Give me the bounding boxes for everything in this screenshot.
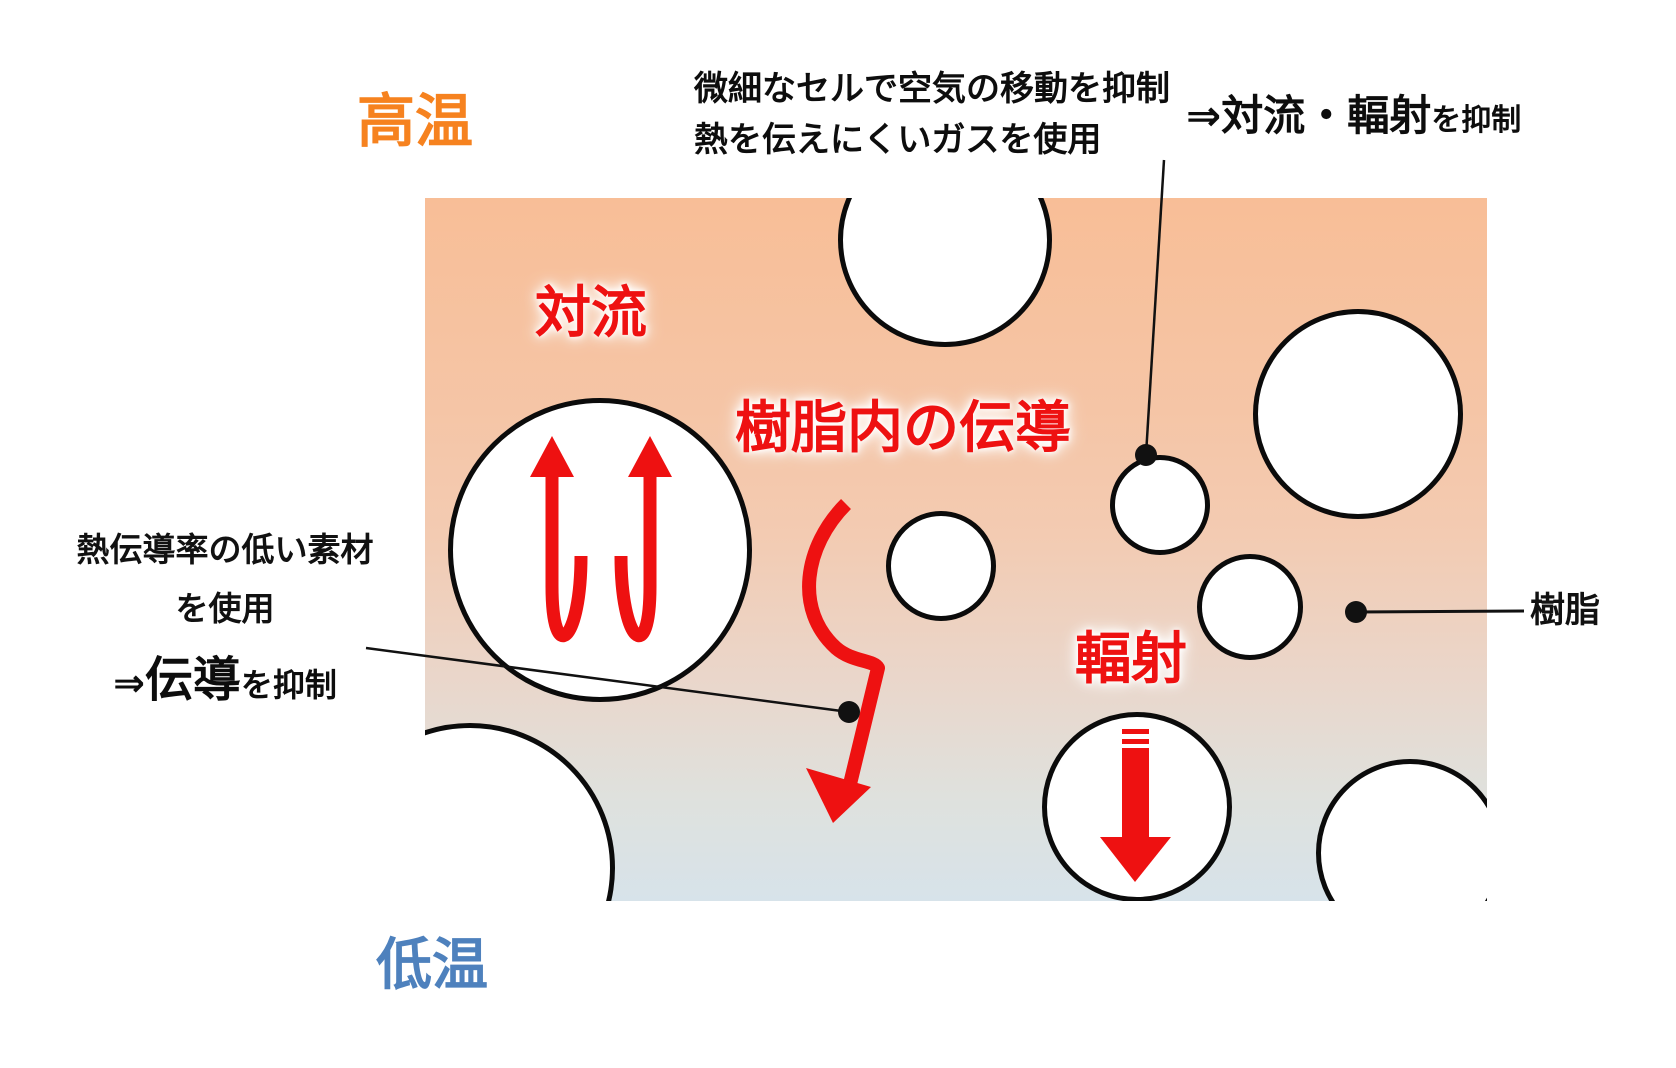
cells-result-big: 対流・輻射: [1221, 92, 1432, 139]
cell-circle-right-large: [1253, 309, 1463, 519]
cell-circle-radiation: [1042, 712, 1232, 901]
cells-result-suffix: を抑制: [1431, 104, 1522, 137]
cold-side-label: 低温: [376, 933, 488, 996]
foam-gradient-panel: [425, 198, 1487, 901]
cells-result: ⇒対流・輻射を抑制: [1186, 82, 1521, 143]
convection-label: 対流: [535, 281, 647, 344]
cells-note-line2: 熱を伝えにくいガスを使用: [694, 121, 1102, 159]
cell-circle-bottom-left: [425, 723, 615, 901]
cells-result-arrow: ⇒: [1186, 92, 1222, 139]
material-result: ⇒伝導を抑制: [58, 640, 392, 710]
resin-label: 樹脂: [1530, 591, 1601, 630]
conduction-label: 樹脂内の伝導: [735, 396, 1071, 459]
cells-note-line1: 微細なセルで空気の移動を抑制: [694, 70, 1170, 108]
radiation-label: 輻射: [1075, 627, 1187, 690]
cell-circle-callout: [1110, 455, 1210, 555]
cell-circle-right-small: [1197, 554, 1303, 660]
hot-side-label: 高温: [357, 89, 474, 154]
cell-circle-mid-small: [886, 511, 996, 621]
material-note-line1: 熱伝導率の低い素材: [76, 531, 374, 568]
cell-circle-bottom-right: [1316, 759, 1487, 901]
material-result-arrow: ⇒: [113, 663, 145, 706]
material-note-line2: を使用: [175, 589, 275, 627]
cell-circle-top: [838, 198, 1052, 347]
cells-note: 微細なセルで空気の移動を抑制 熱を伝えにくいガスを使用: [694, 64, 1170, 166]
material-note: 熱伝導率の低い素材 を使用 ⇒伝導を抑制: [58, 530, 392, 710]
cell-circle-convection: [448, 398, 752, 702]
material-result-suffix: を抑制: [240, 667, 337, 704]
material-result-big: 伝導: [144, 654, 241, 708]
